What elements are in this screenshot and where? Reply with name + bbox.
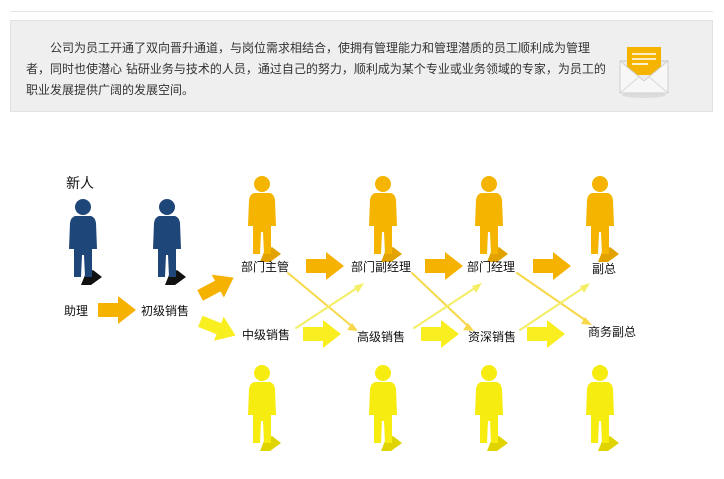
arrow-expert-to-business-vp — [527, 320, 565, 348]
arrow-to-management-track — [197, 274, 234, 301]
cross-line-2 — [295, 285, 361, 329]
cross-line-4 — [413, 285, 479, 329]
cross-arrowhead-4 — [472, 283, 482, 293]
label-dept-manager: 部门经理 — [467, 259, 515, 274]
orange-figure-2 — [369, 176, 402, 262]
cross-arrowhead-2 — [354, 283, 364, 293]
label-new-staff: 新人 — [66, 176, 94, 192]
arrow-deputy-to-manager — [425, 252, 463, 280]
arrow-assistant-to-junior — [98, 296, 136, 324]
cross-arrowhead-6 — [580, 283, 590, 293]
orange-figure-4 — [586, 176, 619, 262]
yellow-figure-4 — [586, 365, 619, 451]
cross-line-3 — [411, 272, 471, 329]
cross-line-5 — [516, 272, 589, 323]
top-divider — [10, 11, 713, 12]
arrow-mid-to-senior — [303, 320, 341, 348]
yellow-figure-2 — [369, 365, 402, 451]
orange-figure-3 — [475, 176, 508, 262]
label-dept-head: 部门主管 — [241, 259, 289, 274]
label-vice-president: 副总 — [592, 262, 616, 276]
label-assistant: 助理 — [64, 304, 88, 318]
navy-figure-2 — [153, 199, 186, 285]
orange-figure-1 — [248, 176, 281, 262]
label-mid-sales: 中级销售 — [242, 327, 290, 342]
cross-line-6 — [519, 285, 587, 331]
intro-panel: 公司为员工开通了双向晋升通道，与岗位需求相结合，使拥有管理能力和管理潜质的员工顺… — [10, 20, 713, 112]
envelope-icon — [619, 47, 669, 98]
cross-arrowhead-1 — [347, 323, 358, 331]
yellow-figure-3 — [475, 365, 508, 451]
arrow-head-to-deputy — [306, 252, 344, 280]
label-dept-deputy-manager: 部门副经理 — [351, 259, 411, 274]
label-business-vp: 商务副总 — [588, 324, 636, 339]
cross-line-1 — [287, 272, 355, 329]
label-junior-sales: 初级销售 — [141, 303, 189, 318]
label-expert-sales: 资深销售 — [468, 329, 516, 344]
cross-arrowhead-3 — [463, 323, 474, 331]
intro-paragraph: 公司为员工开通了双向晋升通道，与岗位需求相结合，使拥有管理能力和管理潜质的员工顺… — [26, 41, 606, 97]
cross-arrowhead-5 — [581, 317, 592, 325]
label-senior-sales: 高级销售 — [357, 329, 405, 344]
arrow-manager-to-vp — [533, 252, 571, 280]
arrow-to-professional-track — [198, 315, 236, 341]
arrow-senior-to-expert — [421, 320, 459, 348]
yellow-figure-1 — [248, 365, 281, 451]
navy-figure-1 — [69, 199, 102, 285]
